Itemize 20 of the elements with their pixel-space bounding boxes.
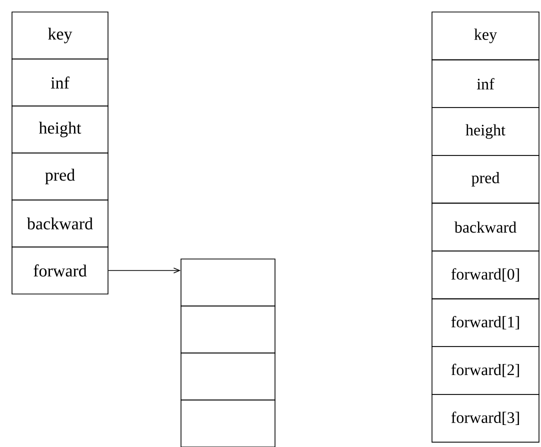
empty-cell bbox=[180, 400, 276, 447]
empty-cell bbox=[180, 352, 276, 400]
field-cell: inf bbox=[432, 59, 540, 108]
field-cell: forward[1] bbox=[432, 298, 540, 347]
field-cell: forward[2] bbox=[432, 346, 540, 395]
field-cell: forward bbox=[12, 246, 108, 294]
field-cell: height bbox=[432, 107, 540, 156]
arrow bbox=[108, 268, 181, 274]
empty-cell bbox=[180, 306, 276, 354]
field-cell: backward bbox=[12, 200, 108, 248]
field-cell: pred bbox=[12, 152, 108, 200]
field-cell: key bbox=[12, 12, 108, 60]
field-cell: key bbox=[432, 12, 540, 60]
field-cell: pred bbox=[432, 155, 540, 204]
field-cell: height bbox=[12, 106, 108, 154]
field-cell: forward[3] bbox=[432, 394, 540, 443]
field-cell: forward[0] bbox=[432, 250, 540, 300]
field-cell: inf bbox=[12, 58, 108, 106]
field-cell: backward bbox=[432, 202, 540, 252]
empty-cell bbox=[180, 258, 276, 306]
